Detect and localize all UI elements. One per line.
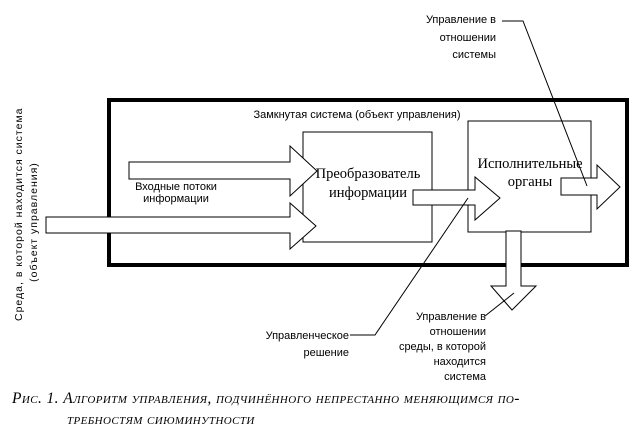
figure-caption-line2: требностям сиюминутности [67, 411, 255, 428]
input-flows-label-line1: Входные потоки [135, 181, 217, 193]
decision-arrow [412, 175, 501, 222]
environment-control-label: Управление в отношении среды, в которой … [383, 310, 486, 385]
decision-callout-line [350, 197, 469, 336]
system-control-label-line3: системы [452, 49, 496, 61]
environment-label-line1: Среда, в которой находится система [13, 107, 25, 321]
system-control-label-line1: Управление в [425, 14, 496, 26]
environment-control-line4: находится [433, 356, 486, 368]
management-decision-line1: Управленческое [265, 330, 349, 342]
management-decision-label: Управленческое решение [248, 328, 349, 362]
environment-control-line1: Управление в [415, 311, 486, 323]
system-control-label: Управление в отношении системы [396, 12, 496, 65]
information-transformer-label: Преобразователь информации [304, 165, 432, 203]
environment-control-arrow [489, 230, 538, 311]
environment-label-line2: (объект управления) [28, 162, 40, 282]
executive-organs-line1: Исполнительные [477, 156, 583, 172]
information-transformer-box [302, 131, 433, 243]
environment-label: Среда, в которой находится система (объе… [12, 107, 42, 321]
input-flow-arrow [128, 144, 318, 198]
input-flows-label-line2: информации [143, 193, 209, 205]
information-transformer-line2: информации [329, 185, 407, 201]
input-flows-label: Входные потоки информации [116, 181, 236, 205]
environment-control-line3: среды, в которой [398, 341, 486, 353]
environment-input-arrow [45, 201, 317, 251]
information-transformer-line1: Преобразователь [315, 166, 421, 182]
system-control-label-line2: отношении [439, 31, 496, 44]
system-control-arrow [560, 163, 621, 211]
executive-organs-box [467, 120, 592, 233]
system-control-callout-line [502, 20, 588, 187]
closed-system-label: Замкнутая система (объект управления) [253, 109, 461, 121]
management-decision-line2: решение [303, 347, 349, 359]
executive-organs-line2: органы [507, 174, 553, 190]
environment-control-line5: система [444, 371, 486, 383]
figure-caption: Рис. 1. Алгоритм управления, подчинённог… [12, 388, 634, 430]
executive-organs-label: Исполнительные органы [469, 155, 591, 191]
environment-control-line2: отношении [429, 326, 486, 338]
figure-caption-line1: Рис. 1. Алгоритм управления, подчинённог… [12, 390, 520, 407]
environment-control-callout-line [484, 292, 515, 317]
